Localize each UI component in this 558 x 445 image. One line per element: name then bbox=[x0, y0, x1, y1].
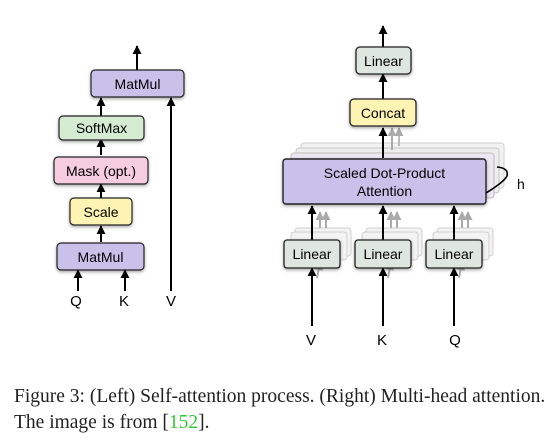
input-k-right: K bbox=[377, 332, 387, 349]
input-v-right: V bbox=[306, 332, 316, 349]
ghost-arrows-linear-attn bbox=[315, 211, 473, 228]
scale-block bbox=[69, 197, 133, 226]
matmul-top-label: MatMul bbox=[115, 76, 161, 92]
concat-label: Concat bbox=[361, 105, 405, 121]
linear-v-label: Linear bbox=[293, 246, 332, 262]
linear-k-label: Linear bbox=[364, 246, 403, 262]
concat-block bbox=[349, 98, 417, 127]
attention-label-line1: Scaled Dot-Product bbox=[324, 165, 446, 181]
heads-label: h bbox=[517, 176, 525, 192]
input-q-right: Q bbox=[449, 332, 461, 349]
linear-v-block bbox=[283, 239, 341, 269]
attention-label-line2: Attention bbox=[357, 183, 412, 199]
caption-end: ]. bbox=[198, 412, 210, 433]
input-k-left: K bbox=[119, 293, 129, 310]
linear-out-block bbox=[355, 46, 412, 75]
matmul-bottom-block bbox=[56, 242, 145, 271]
linear-k-block bbox=[354, 239, 412, 269]
matmul-bottom-label: MatMul bbox=[78, 249, 124, 265]
attention-figure: MatMul SoftMax Mask (opt.) Scale MatMul … bbox=[53, 25, 525, 349]
caption-text: Figure 3: (Left) Self-attention process.… bbox=[14, 386, 546, 433]
softmax-label: SoftMax bbox=[76, 120, 127, 136]
citation-link[interactable]: 152 bbox=[168, 412, 199, 433]
figure-caption: Figure 3: (Left) Self-attention process.… bbox=[14, 384, 554, 436]
mask-block bbox=[53, 156, 149, 185]
heads-bracket bbox=[485, 166, 509, 194]
mask-label: Mask (opt.) bbox=[66, 163, 136, 179]
input-v-left: V bbox=[166, 293, 176, 310]
right-diagram: Scaled Dot-Product Attention h Linear bbox=[282, 25, 525, 349]
linear-q-label: Linear bbox=[435, 246, 474, 262]
linear-q-block bbox=[425, 239, 483, 269]
linear-out-label: Linear bbox=[364, 53, 403, 69]
scale-label: Scale bbox=[83, 204, 118, 220]
attention-block bbox=[282, 158, 487, 205]
input-q-left: Q bbox=[70, 293, 82, 310]
matmul-top-block bbox=[90, 69, 185, 98]
left-diagram: MatMul SoftMax Mask (opt.) Scale MatMul … bbox=[53, 45, 185, 310]
softmax-block bbox=[58, 115, 145, 141]
